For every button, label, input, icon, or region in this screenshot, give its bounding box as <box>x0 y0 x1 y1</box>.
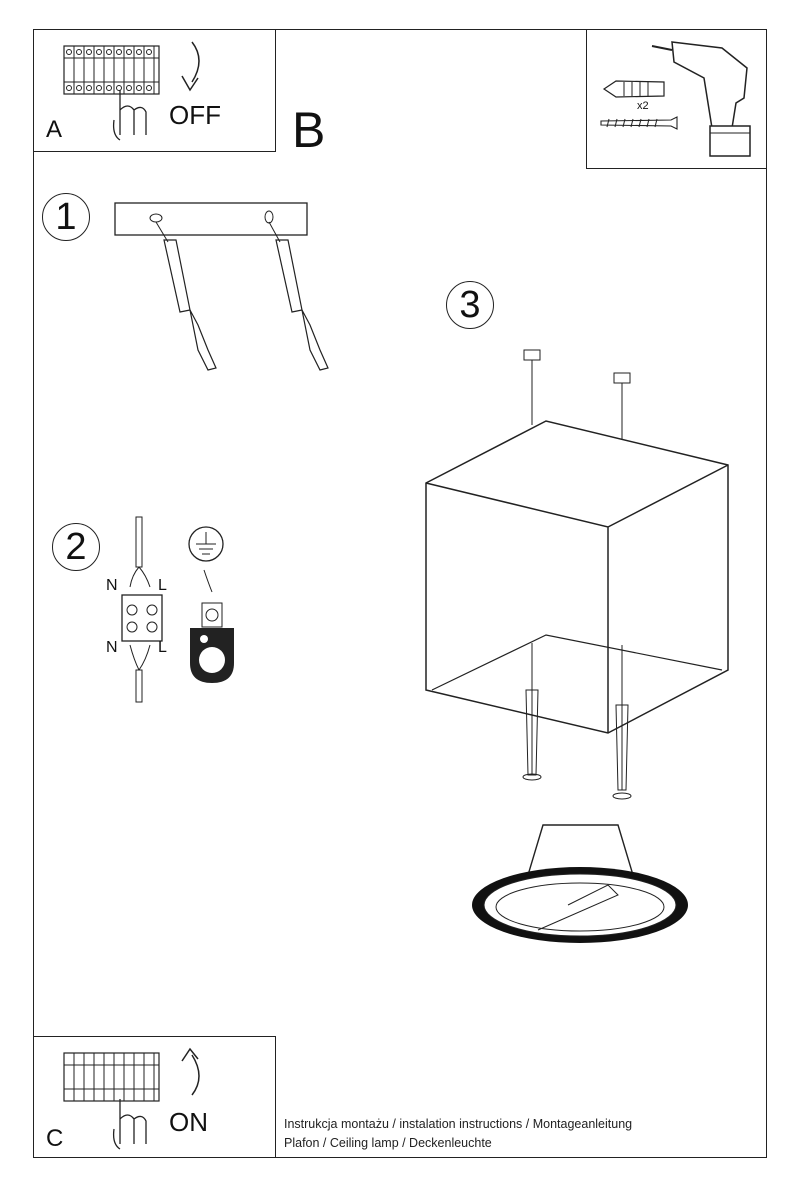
wall-plug-icon <box>602 80 665 98</box>
hand-icon <box>112 90 147 141</box>
tools-panel: x2 <box>586 29 767 169</box>
instruction-sheet-frame <box>33 29 767 1158</box>
on-label: ON <box>169 1107 208 1137</box>
panel-c-letter: C <box>46 1125 64 1152</box>
panel-a-letter: A <box>46 116 63 143</box>
step-3-badge: 3 <box>446 281 494 329</box>
quantity-label: x2 <box>637 100 649 112</box>
arrow-down-icon <box>181 41 200 92</box>
circuit-breaker-icon <box>63 45 160 95</box>
panel-b-letter: B <box>292 102 326 158</box>
footer-line-1: Instrukcja montażu / instalation instruc… <box>284 1117 633 1131</box>
step-1-badge: 1 <box>42 193 90 241</box>
panel-c: C ON <box>33 1036 276 1158</box>
hand-icon <box>112 1099 147 1150</box>
wire-label-l-top: L <box>158 577 167 594</box>
lamp-exploded-view <box>425 349 729 943</box>
wire-label-l-bottom: L <box>158 639 167 656</box>
wire-label-n-bottom: N <box>106 639 118 656</box>
circuit-breaker-icon <box>63 1052 160 1102</box>
ceiling-mounting-plate <box>114 202 329 371</box>
arrow-up-icon <box>181 1047 200 1096</box>
panel-a: A OFF <box>33 29 276 152</box>
off-label: OFF <box>169 100 221 130</box>
screw-icon <box>600 116 678 130</box>
ground-symbol-icon <box>188 526 224 562</box>
drill-icon <box>651 41 751 157</box>
wire-label-n-top: N <box>106 577 118 594</box>
terminal-block-diagram <box>121 516 163 703</box>
ground-terminal-icon <box>190 569 234 683</box>
step-2-badge: 2 <box>52 523 100 571</box>
footer-line-2: Plafon / Ceiling lamp / Deckenleuchte <box>284 1136 492 1150</box>
